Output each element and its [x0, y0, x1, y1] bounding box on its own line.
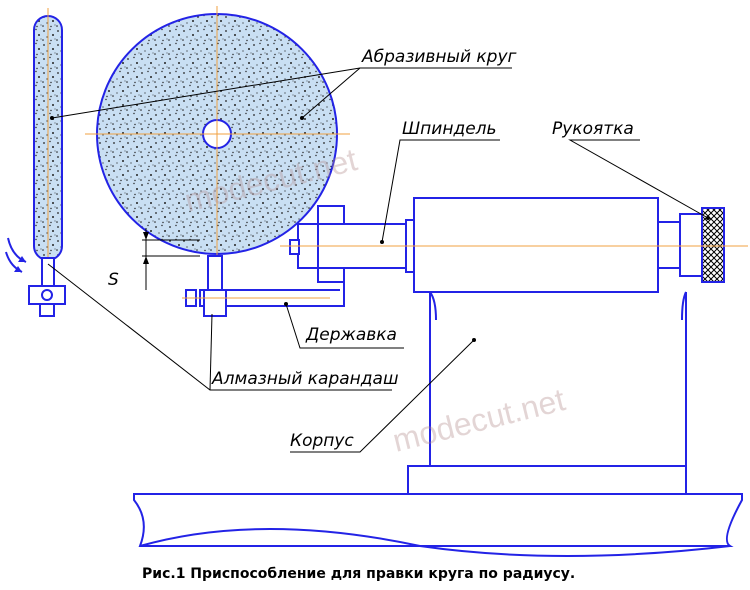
label-holder: Державка [305, 325, 397, 345]
rotation-arrow-icon [5, 237, 27, 273]
wheel-side-view [28, 8, 66, 317]
leader-lines [47, 67, 710, 453]
holder-and-pencil [182, 255, 345, 317]
label-handle: Рукоятка [552, 119, 634, 139]
base-plate [133, 493, 743, 557]
label-spindle: Шпиндель [402, 119, 497, 139]
label-body: Корпус [290, 431, 354, 451]
figure-caption: Рис.1 Приспособление для правки круга по… [142, 566, 575, 582]
feed-dimension: S [108, 228, 200, 290]
label-diamond-pencil: Алмазный карандаш [211, 369, 399, 389]
label-abrasive-wheel: Абразивный круг [361, 47, 517, 67]
watermark-bottom: modecut.net [389, 381, 569, 459]
spindle-assembly [280, 197, 748, 293]
feed-label: S [108, 270, 119, 290]
abrasive-wheel [85, 6, 350, 262]
